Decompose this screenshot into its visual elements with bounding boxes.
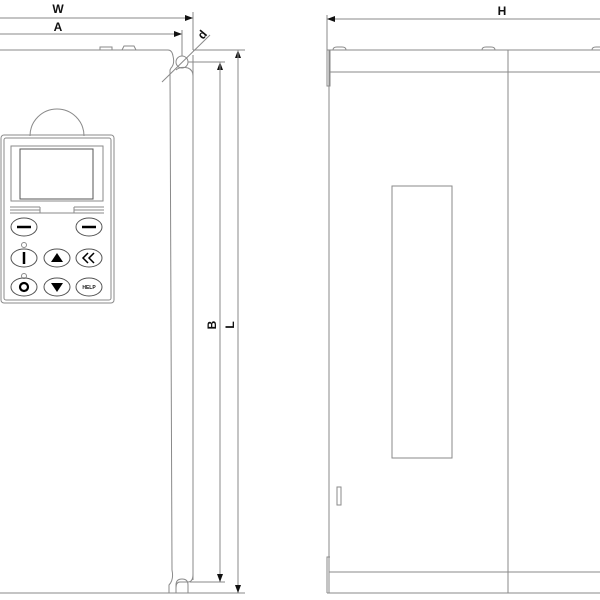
double-chevron-left-icon [81,252,95,264]
bottom-slot [175,578,189,593]
hole-diameter-leader [161,34,211,83]
dim-W-label: W [52,2,64,16]
key-help[interactable]: HELP [75,277,103,297]
keypad-inner-frame [3,137,112,301]
key-up[interactable] [43,248,71,268]
key-back[interactable] [75,248,103,268]
dim-L-label: L [223,321,237,328]
side-bottom-flange [326,556,330,593]
side-top-tabs [332,46,600,51]
key-down[interactable] [43,277,71,297]
mount-flange [175,66,194,593]
display-vents [10,206,104,214]
down-arrow-icon [51,283,63,292]
help-key-label: HELP [82,285,96,291]
dim-H-label: H [498,4,507,18]
lcd-display [19,148,94,200]
side-slot [336,486,342,506]
dimension-lines: W A d B L [0,2,241,593]
display-bezel [10,145,104,202]
top-tabs [99,45,156,51]
key-soft-right[interactable] [75,217,103,237]
dim-d-label: d [195,27,210,42]
key-soft-left[interactable] [10,217,38,237]
front-side-edge [167,49,175,593]
keypad-dome [29,108,85,137]
stop-o-icon [18,281,30,293]
key-stop[interactable] [10,277,38,297]
up-arrow-icon [51,253,63,262]
keypad: HELP [0,108,115,304]
side-window [391,185,453,459]
dim-B-label: B [205,320,219,329]
keypad-frame [0,134,115,304]
dim-A-label: A [54,20,63,34]
side-view: H [326,4,600,594]
key-run[interactable] [10,248,38,268]
front-view [0,34,245,594]
run-led [21,242,27,248]
